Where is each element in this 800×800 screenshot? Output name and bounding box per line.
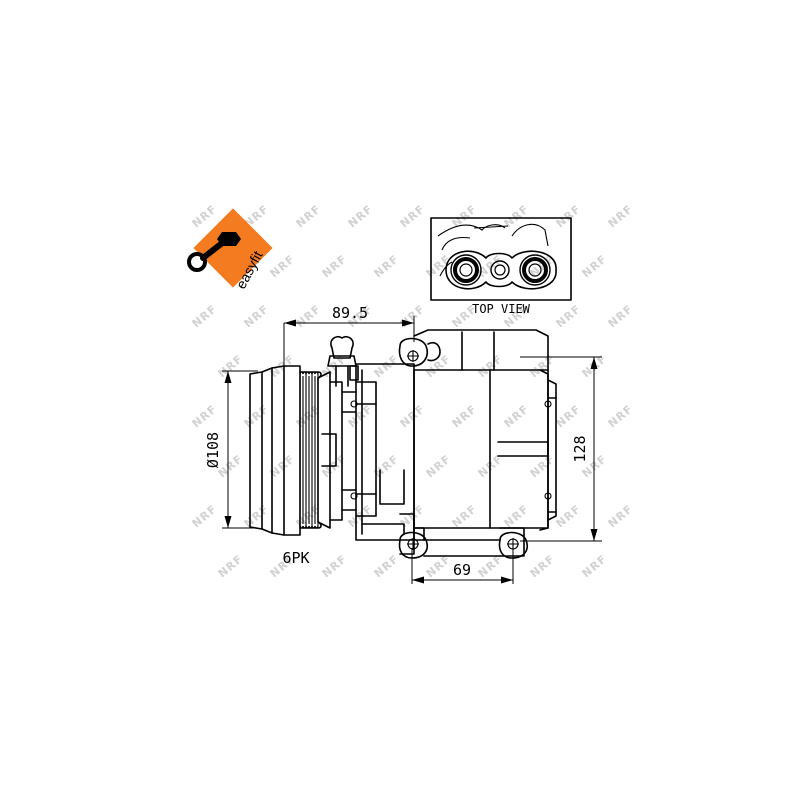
watermark-text: NRF <box>398 202 428 230</box>
watermark-text: NRF <box>580 552 610 580</box>
watermark-text: NRF <box>502 502 532 530</box>
watermark-text: NRF <box>450 402 480 430</box>
watermark-text: NRF <box>320 252 350 280</box>
watermark-text: NRF <box>502 402 532 430</box>
watermark-text: NRF <box>346 202 376 230</box>
watermark-text: NRF <box>528 552 558 580</box>
center-port <box>490 260 510 280</box>
watermark-text: NRF <box>554 402 584 430</box>
port-block <box>445 250 557 290</box>
dimension-pulley-offset: 89.5 <box>283 304 415 368</box>
watermark-text: NRF <box>424 452 454 480</box>
dimension-label-128: 128 <box>571 435 589 462</box>
watermark-text: NRF <box>190 502 220 530</box>
watermark-text: NRF <box>346 402 376 430</box>
watermark-text: NRF <box>320 552 350 580</box>
watermark-text: NRF <box>294 302 324 330</box>
mounting-bolt-top-left <box>398 337 428 367</box>
dimension-pulley-diameter: Ø108 <box>204 370 258 529</box>
suction-port <box>450 254 482 286</box>
dimension-height: 128 <box>520 356 602 542</box>
compressor-body <box>355 329 557 557</box>
pulley-grooves <box>299 371 319 529</box>
discharge-port <box>519 254 551 286</box>
watermark-text: NRF <box>554 202 584 230</box>
watermark-text: NRF <box>242 402 272 430</box>
watermark-text: NRF <box>216 552 246 580</box>
watermark-text: NRF <box>450 502 480 530</box>
watermark-text: NRF <box>216 352 246 380</box>
pulley-label: 6PK <box>282 549 309 567</box>
watermark-text: NRF <box>372 352 402 380</box>
watermark-text: NRF <box>580 252 610 280</box>
watermark-text: NRF <box>398 402 428 430</box>
top-view-label: TOP VIEW <box>472 302 531 316</box>
watermark-text: NRF <box>242 302 272 330</box>
watermark-text: NRF <box>268 252 298 280</box>
dimension-label-diameter: Ø108 <box>204 432 222 468</box>
top-view-inset: TOP VIEW <box>430 217 572 316</box>
watermark-text: NRF <box>554 502 584 530</box>
watermark-text: NRF <box>528 352 558 380</box>
watermark-text: NRF <box>424 252 454 280</box>
watermark-text: NRF <box>606 402 636 430</box>
clutch-hub <box>317 371 357 529</box>
top-view-frame <box>430 217 572 301</box>
groove-lines <box>299 372 319 528</box>
watermark-text: NRF <box>606 202 636 230</box>
watermark-text: NRF <box>190 302 220 330</box>
watermark-text: NRF <box>554 302 584 330</box>
dimension-label-89-5: 89.5 <box>332 304 368 322</box>
watermark-text: NRF <box>398 502 428 530</box>
small-bolts <box>350 400 552 500</box>
mounting-bolt-bottom-right <box>498 531 528 559</box>
watermark-text: NRF <box>372 252 402 280</box>
watermark-text: NRF <box>372 552 402 580</box>
watermark-text: NRF <box>294 202 324 230</box>
watermark-text: NRF <box>190 202 220 230</box>
dimension-label-69: 69 <box>453 561 471 579</box>
watermark-text: NRF <box>242 502 272 530</box>
watermark-text: NRF <box>606 502 636 530</box>
watermark-text: NRF <box>190 402 220 430</box>
pulley: 6PK <box>249 365 322 567</box>
wrench-icon <box>187 232 241 272</box>
watermark-text: NRF <box>606 302 636 330</box>
mounting-bolt-bottom-left <box>398 531 428 559</box>
